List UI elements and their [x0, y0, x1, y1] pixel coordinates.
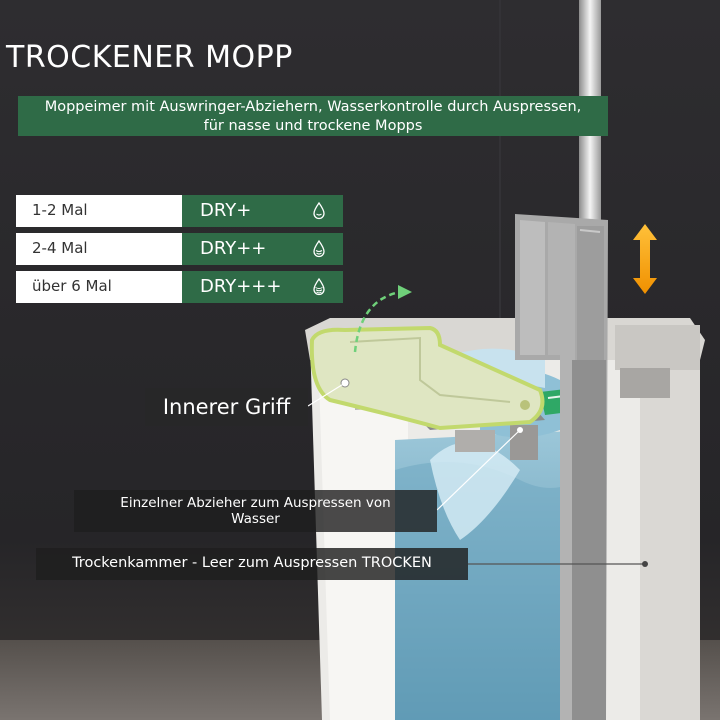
water-drop-icon — [313, 239, 325, 258]
callout-scraper-line-2: Wasser — [231, 511, 280, 527]
callout-scraper-line-1: Einzelner Abzieher zum Auspressen von — [120, 495, 391, 511]
vertical-arrow-icon — [633, 224, 657, 294]
subtitle-line-1: Moppeimer mit Auswringer-Abziehern, Wass… — [44, 99, 582, 115]
dry-level-label: 2-4 Mal — [16, 233, 182, 265]
page-title: TROCKENER MOPP — [6, 40, 293, 75]
dry-level-value: DRY+ — [182, 195, 343, 227]
dry-level-value: DRY+++ — [182, 271, 343, 303]
dry-level-row: über 6 Mal DRY+++ — [16, 271, 343, 303]
rotate-arrow-icon — [353, 285, 412, 353]
callout-scraper: Einzelner Abzieher zum Auspressen von Wa… — [74, 490, 437, 532]
dry-level-value-text: DRY+ — [200, 200, 252, 221]
water-drop-icon — [313, 277, 325, 296]
dry-level-label: über 6 Mal — [16, 271, 182, 303]
subtitle-line-2: für nasse und trockene Mopps — [203, 118, 423, 134]
dry-level-value: DRY++ — [182, 233, 343, 265]
dry-level-label: 1-2 Mal — [16, 195, 182, 227]
callout-dry-chamber: Trockenkammer - Leer zum Auspressen TROC… — [36, 548, 468, 580]
callout-inner-handle: Innerer Griff — [145, 388, 308, 426]
dry-level-value-text: DRY++ — [200, 238, 267, 259]
dry-level-row: 1-2 Mal DRY+ — [16, 195, 343, 227]
subtitle-banner: Moppeimer mit Auswringer-Abziehern, Wass… — [18, 96, 608, 136]
dry-level-row: 2-4 Mal DRY++ — [16, 233, 343, 265]
water-drop-icon — [313, 201, 325, 220]
dry-level-value-text: DRY+++ — [200, 276, 282, 297]
